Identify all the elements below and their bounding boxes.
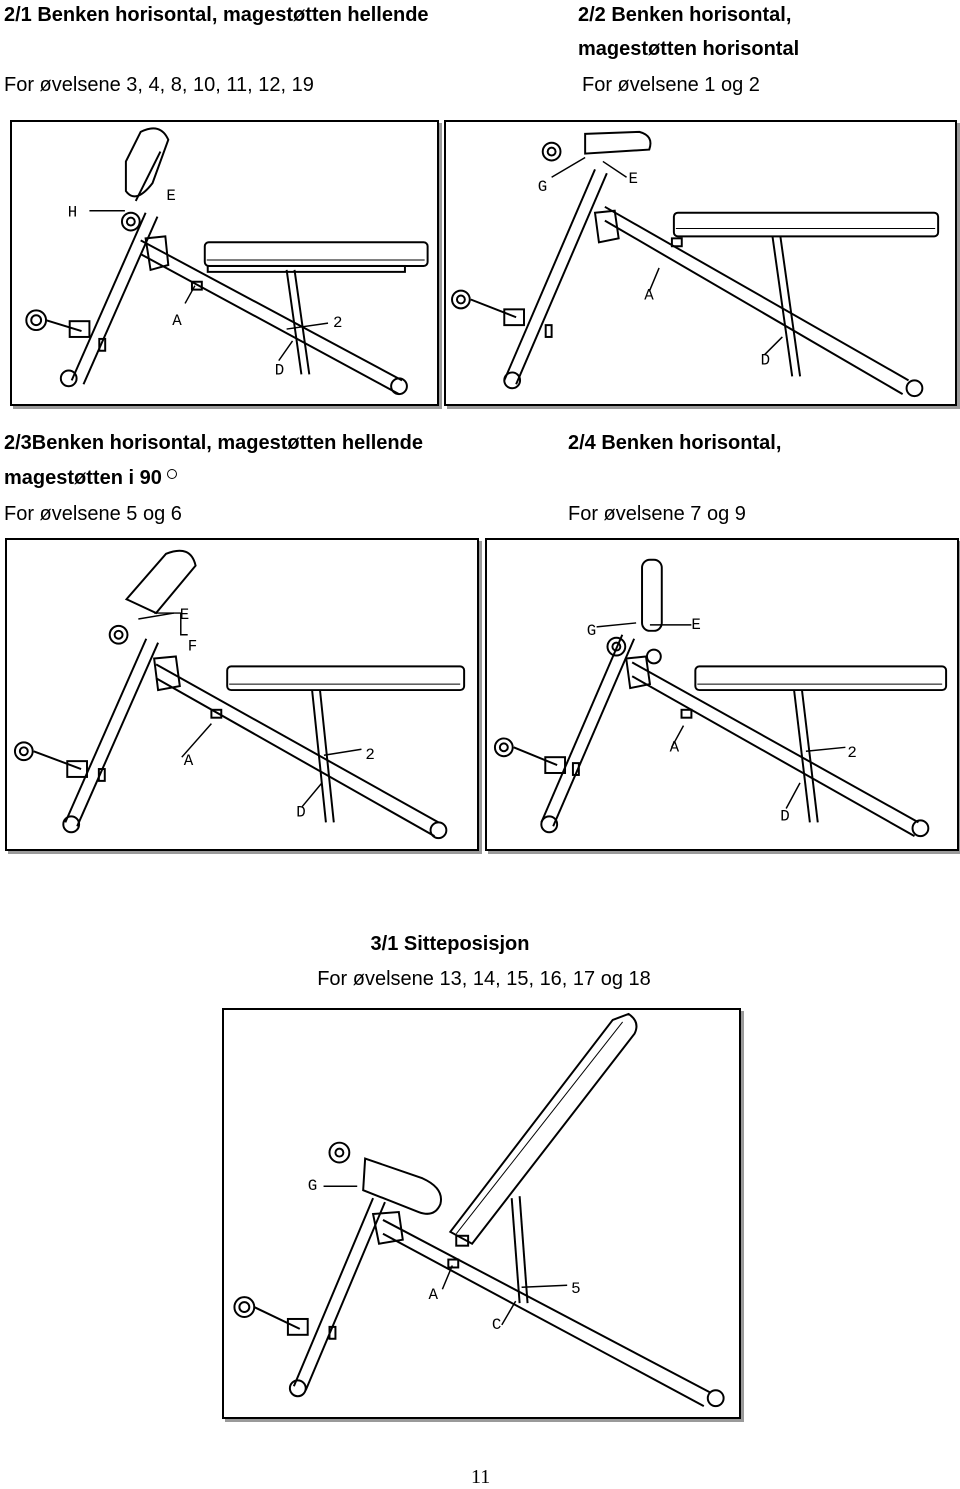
bench-diagram-2-4: G E A 2 D — [493, 558, 948, 838]
label-A: A — [172, 312, 182, 330]
section-2-2-exercises: For øvelsene 1 og 2 — [582, 74, 760, 96]
label-G: G — [587, 622, 596, 640]
figure-3-1-frame: G A 5 C — [222, 1008, 741, 1419]
label-D: D — [761, 352, 770, 370]
section-3-1-exercises: For øvelsene 13, 14, 15, 16, 17 og 18 — [317, 968, 651, 990]
label-E: E — [180, 606, 189, 624]
label-2: 2 — [333, 314, 342, 332]
page-number: 11 — [471, 1466, 491, 1488]
section-2-3-title-line2: magestøtten i 90 — [4, 467, 178, 490]
label-D: D — [296, 803, 305, 821]
label-H: H — [68, 204, 77, 222]
section-2-1-exercises: For øvelsene 3, 4, 8, 10, 11, 12, 19 — [4, 74, 314, 96]
section-2-3-title-line1: 2/3Benken horisontal, magestøtten hellen… — [4, 432, 423, 454]
label-G: G — [308, 1177, 318, 1195]
section-2-2-title-line2: magestøtten horisontal — [578, 38, 800, 60]
section-3-1-title: 3/1 Sitteposisjon — [370, 933, 530, 955]
figure-2-3-frame: E F A 2 D — [5, 538, 479, 851]
label-5: 5 — [571, 1280, 580, 1298]
label-A: A — [429, 1286, 439, 1304]
figure-2-4-frame: G E A 2 D — [485, 538, 959, 851]
label-D: D — [275, 361, 284, 379]
section-2-2-title-line1: 2/2 Benken horisontal, — [578, 4, 792, 26]
figure-2-2-frame: G E A D — [444, 120, 957, 406]
bench-diagram-2-3: E F A 2 D — [13, 549, 466, 840]
label-2: 2 — [365, 746, 374, 764]
degree-symbol — [167, 469, 178, 479]
label-2: 2 — [847, 744, 856, 762]
label-D: D — [780, 807, 789, 825]
label-E: E — [629, 170, 638, 188]
section-2-1-title: 2/1 Benken horisontal, magestøtten helle… — [4, 4, 429, 26]
label-G: G — [538, 178, 547, 196]
bench-diagram-2-2: G E A D — [451, 130, 940, 398]
section-2-4-title: 2/4 Benken horisontal, — [568, 432, 782, 454]
label-E: E — [691, 616, 700, 634]
bench-diagram-2-1: H E A 2 D — [25, 127, 429, 396]
label-A: A — [184, 752, 194, 770]
label-F: F — [188, 638, 197, 656]
bench-diagram-3-1: G A 5 C — [233, 1012, 725, 1408]
label-A: A — [670, 738, 680, 756]
section-2-4-exercises: For øvelsene 7 og 9 — [568, 503, 746, 525]
label-C: C — [492, 1316, 502, 1334]
label-E: E — [166, 187, 175, 205]
figure-2-1-frame: H E A 2 D — [10, 120, 439, 406]
label-A: A — [644, 286, 654, 304]
section-2-3-exercises: For øvelsene 5 og 6 — [4, 503, 182, 525]
